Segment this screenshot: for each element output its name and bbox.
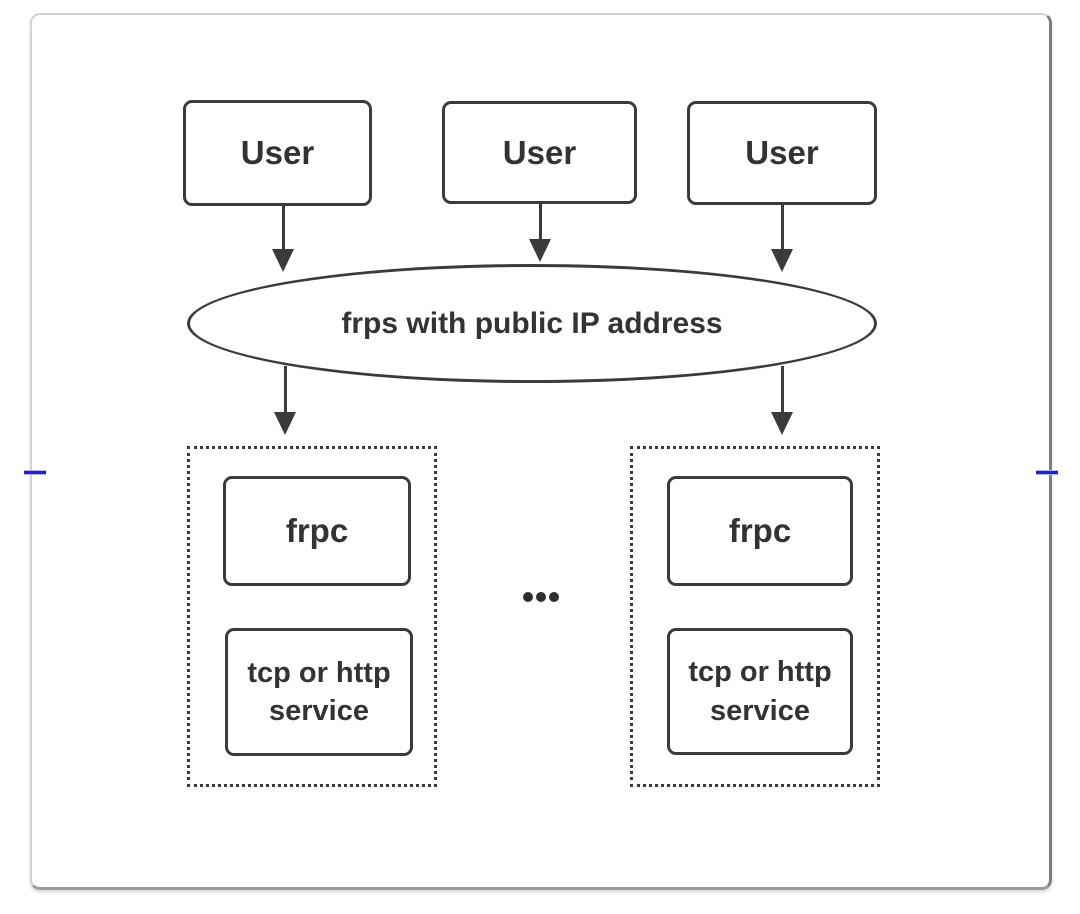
selection-marker-right <box>1036 470 1058 475</box>
user-box-3-label: User <box>745 134 819 171</box>
service-box-1-label: tcp or http service <box>247 656 391 727</box>
user-box-2-label: User <box>502 133 577 171</box>
frpc-box-2-label: frpc <box>728 512 792 549</box>
selection-marker-left <box>24 470 46 475</box>
ellipsis-dot <box>549 592 559 602</box>
ellipsis-icon <box>523 592 559 602</box>
frps-ellipse: frps with public IP address <box>187 264 877 383</box>
ellipsis-dot <box>536 592 546 602</box>
user-box-1-label: User <box>240 134 315 171</box>
arrow-head-icon <box>771 412 793 435</box>
client-group-1: frpc tcp or http service <box>187 446 437 787</box>
user-box-3: User <box>687 101 877 205</box>
arrow-head-icon <box>272 249 294 272</box>
arrow-head-icon <box>274 412 296 435</box>
service-box-1: tcp or http service <box>225 628 413 756</box>
arrow-head-icon <box>529 239 551 262</box>
client-group-2: frpc tcp or http service <box>630 446 880 787</box>
arrow-stem <box>781 205 784 250</box>
arrow-head-icon <box>771 249 793 272</box>
frpc-box-1-label: frpc <box>285 512 349 549</box>
arrow-stem <box>539 203 542 240</box>
user-box-1: User <box>183 100 372 206</box>
frpc-box-2: frpc <box>667 476 853 586</box>
ellipsis-dot <box>523 592 533 602</box>
frps-label: frps with public IP address <box>341 306 723 340</box>
frpc-box-1: frpc <box>223 476 411 586</box>
service-box-2-label: tcp or http service <box>688 656 832 727</box>
arrow-stem <box>284 366 287 413</box>
service-box-2: tcp or http service <box>667 628 853 755</box>
user-box-2: User <box>442 101 637 204</box>
arrow-stem <box>282 205 285 250</box>
arrow-stem <box>781 366 784 413</box>
